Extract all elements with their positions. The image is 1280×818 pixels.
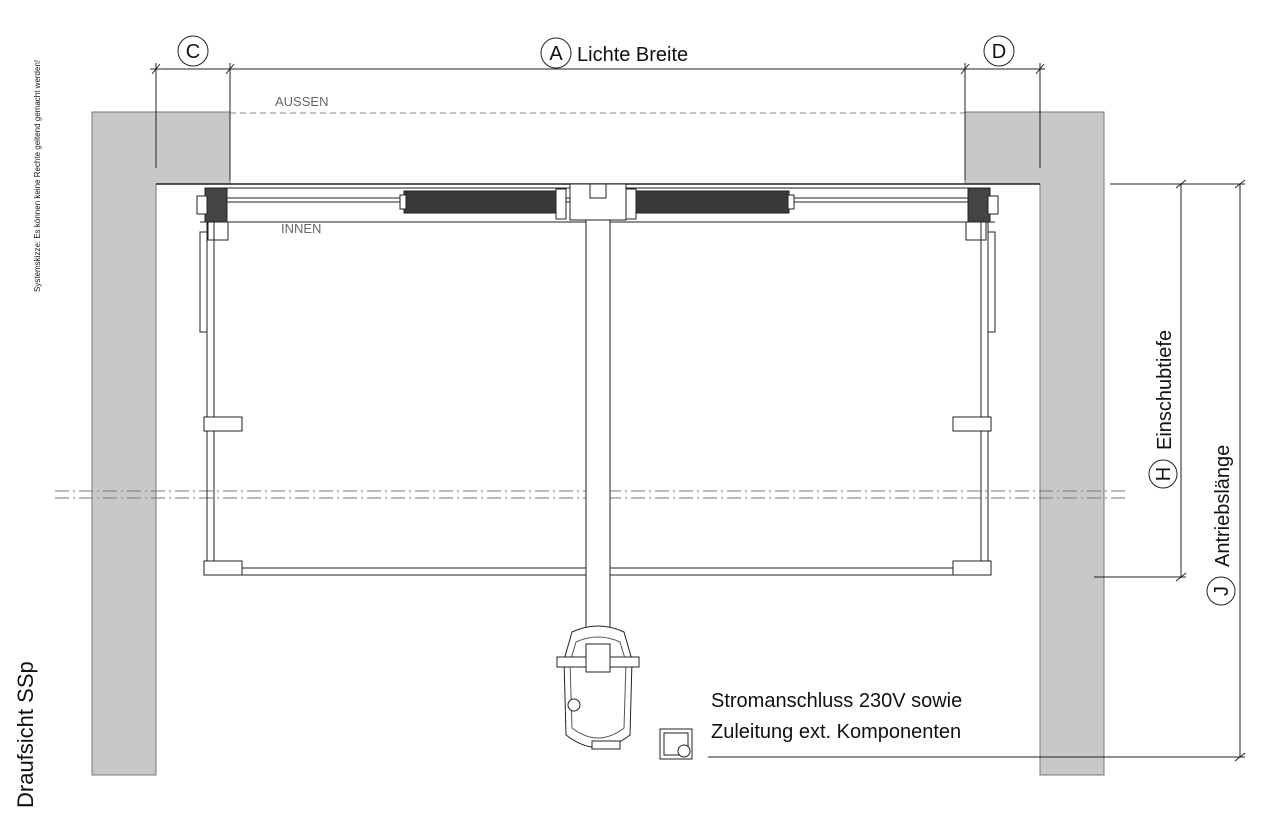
letter-c-circle — [177, 35, 209, 67]
disclaimer-text: Systemskizze: Es können keine Rechte gel… — [33, 60, 42, 292]
view-title: Draufsicht SSp — [13, 661, 38, 808]
right-cable-drum — [967, 187, 999, 223]
letter-h-circle — [1148, 459, 1178, 489]
width-label: Lichte Breite — [577, 44, 688, 66]
letter-d: D — [992, 41, 1006, 63]
power-note-line1: Stromanschluss 230V sowie — [711, 690, 962, 712]
left-cable-drum — [196, 187, 228, 223]
width-dimension — [150, 63, 1045, 180]
letter-j: J — [1211, 586, 1233, 596]
power-note-line2: Zuleitung ext. Komponenten — [711, 721, 961, 743]
depth-label: Einschubtiefe — [1154, 330, 1176, 450]
drive-length-label: Antriebslänge — [1212, 445, 1234, 567]
right-torsion-spring — [625, 188, 795, 220]
outside-label: AUSSEN — [275, 94, 328, 109]
letter-c: C — [186, 41, 200, 63]
depth-dimensions — [708, 179, 1246, 762]
letter-d-circle — [983, 35, 1015, 67]
power-outlet-icon — [659, 728, 693, 760]
letter-j-circle — [1206, 576, 1236, 606]
drive-rail — [569, 183, 627, 647]
letter-a-circle — [540, 37, 572, 69]
track-brackets — [203, 416, 992, 576]
letter-h: H — [1153, 467, 1175, 481]
left-torsion-spring — [399, 188, 567, 220]
drive-motor — [556, 625, 640, 750]
inside-label: INNEN — [281, 221, 321, 236]
letter-a: A — [549, 43, 563, 65]
